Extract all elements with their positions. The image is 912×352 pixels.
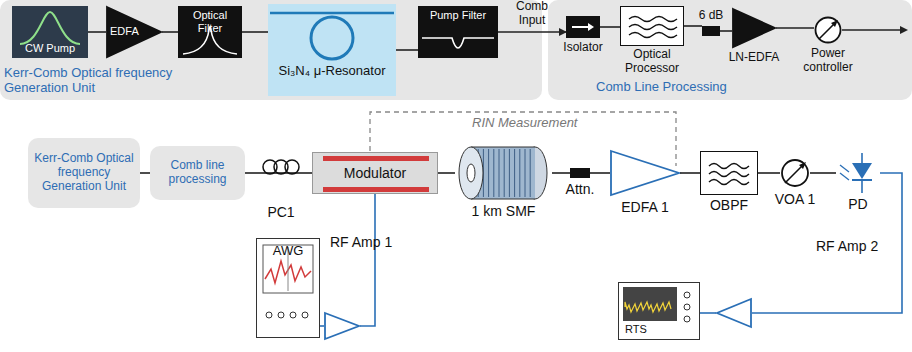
polarization-controller: PC1 xyxy=(262,158,300,188)
fiber-link xyxy=(396,49,418,51)
processing-box: Comb line processing xyxy=(150,146,245,200)
node-label: Si₃N₄ μ-Resonator xyxy=(274,64,390,79)
filter-box: Pump Filter xyxy=(418,6,498,58)
node-label: Comb line processing xyxy=(154,159,241,187)
unit-box: Kerr-Comb Optical frequency Generation U… xyxy=(28,138,140,208)
photodiode-art xyxy=(836,153,880,193)
node-label: Pump Filter xyxy=(420,9,496,22)
fiber-link xyxy=(776,27,814,29)
processor-box: Optical Processor xyxy=(620,6,684,46)
amplifier-triangle-art xyxy=(610,150,680,196)
power-controller: Power controller xyxy=(814,16,842,44)
photodiode: PD xyxy=(836,153,880,193)
attenuator: Attn. xyxy=(570,168,590,178)
fiber-link xyxy=(590,172,610,174)
fiber-link xyxy=(552,172,570,174)
node-label: 1 km SMF xyxy=(472,203,536,219)
rf-cable xyxy=(360,194,375,326)
attenuator: 6 dB xyxy=(702,26,720,36)
processor-box-art xyxy=(621,7,685,47)
resonator-chip: Si₃N₄ μ-Resonator xyxy=(268,4,396,96)
rf-cable xyxy=(700,312,716,314)
fiber-link xyxy=(720,30,732,32)
fiber-link xyxy=(498,31,566,33)
node-label: RTS xyxy=(625,323,647,336)
node-label: RF Amp 2 xyxy=(816,238,878,254)
node-label: VOA 1 xyxy=(775,191,815,207)
node-label: EDFA 1 xyxy=(621,199,668,215)
filter-box: Optical Filter xyxy=(178,6,242,58)
amplifier-triangle: EDFA xyxy=(106,6,162,58)
amplifier-triangle: EDFA 1 xyxy=(610,150,680,196)
node-label: EDFA xyxy=(110,25,139,38)
node-label: Modulator xyxy=(317,165,433,181)
rf-amplifier: RF Amp 2 xyxy=(716,298,752,328)
node-label: RF Amp 1 xyxy=(330,234,392,250)
node-label: AWG xyxy=(259,244,317,259)
bandpass-filter-art xyxy=(701,152,759,196)
fiber-link xyxy=(140,172,150,174)
fiber-link xyxy=(300,172,312,174)
fiber-link xyxy=(680,172,700,174)
node-label: Attn. xyxy=(566,181,595,197)
polarization-controller-art xyxy=(262,158,300,188)
rf-cable xyxy=(320,325,324,327)
edge-label: Comb Input xyxy=(510,0,554,28)
power-controller-art xyxy=(814,16,842,44)
isolator-box: Isolator xyxy=(566,16,600,38)
fiber-link xyxy=(810,172,836,174)
node-label: LN-EDFA xyxy=(729,51,780,65)
measurement-note: RIN Measurement xyxy=(470,116,579,131)
variable-attenuator: VOA 1 xyxy=(780,158,810,188)
fiber-link xyxy=(684,25,702,27)
rf-cable xyxy=(752,173,902,313)
processing-panel: Comb Line ProcessingIsolatorOptical Proc… xyxy=(548,0,912,100)
awg-instrument: AWG xyxy=(256,238,320,338)
node-label: Isolator xyxy=(563,41,602,55)
isolator-box-art xyxy=(566,16,600,38)
variable-attenuator-art xyxy=(780,158,810,188)
node-label: PC1 xyxy=(267,204,294,220)
node-label: Optical Filter xyxy=(180,9,240,34)
node-label: 6 dB xyxy=(699,9,724,23)
fiber-link xyxy=(438,172,455,174)
rf-amplifier: RF Amp 1 xyxy=(324,312,360,340)
node-label: Power controller xyxy=(792,47,864,75)
oscilloscope: RTS xyxy=(618,282,700,340)
rf-amplifier-art xyxy=(324,312,360,340)
node-label: Optical Processor xyxy=(614,48,690,76)
cw-pump-box: CW Pump xyxy=(12,6,88,58)
modulator-box: Modulator xyxy=(312,152,438,194)
output-fiber xyxy=(842,29,902,31)
fiber-link xyxy=(758,172,780,174)
node-label: Kerr-Comb Optical frequency Generation U… xyxy=(4,66,219,96)
amplifier-triangle-art xyxy=(732,8,776,48)
fiber-link xyxy=(245,172,262,174)
resonator-chip-art xyxy=(268,4,396,96)
fiber-link xyxy=(162,31,178,33)
fiber-link xyxy=(88,31,106,33)
amplifier-triangle: LN-EDFA xyxy=(732,8,776,48)
node-label: Comb Line Processing xyxy=(596,80,727,95)
node-label: CW Pump xyxy=(14,42,86,55)
rf-amplifier-art xyxy=(716,298,752,328)
fiber-spool-art xyxy=(455,146,552,200)
bandpass-filter: OBPF xyxy=(700,151,758,195)
fiber-link xyxy=(600,26,620,28)
node-label: PD xyxy=(848,196,867,212)
node-label: Kerr-Comb Optical frequency Generation U… xyxy=(32,152,136,193)
fiber-link xyxy=(242,31,268,33)
node-label: OBPF xyxy=(710,197,748,213)
fiber-spool: 1 km SMF xyxy=(455,146,552,200)
unit-panel: Kerr-Comb Optical frequency Generation U… xyxy=(0,0,542,100)
